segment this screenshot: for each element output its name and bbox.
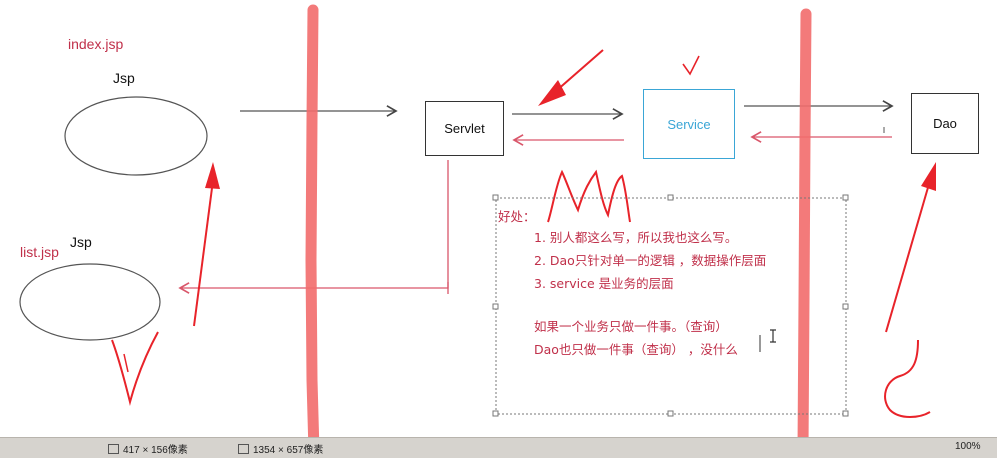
selection-handles	[492, 194, 849, 417]
red-scribble-c	[884, 339, 931, 418]
servlet-label: Servlet	[444, 121, 485, 136]
note-remark: Dao也只做一件事（查询） ，没什么	[534, 342, 738, 357]
list-jsp-label: list.jsp	[20, 244, 59, 260]
benefits-note[interactable]: 好处： 1. 别人都这么写，所以我也这么写。 2. Dao只针对单一的逻辑 ，数…	[494, 198, 846, 414]
dao-label: Dao	[933, 116, 957, 131]
image-size: 1354 × 657像素	[238, 441, 323, 456]
red-scribble-v	[111, 331, 159, 406]
red-arrow-to-dao	[885, 183, 930, 333]
red-checkmark	[682, 55, 700, 76]
highlight-bar-left	[305, 4, 320, 457]
red-arrowhead-servlet	[538, 80, 566, 106]
note-remark: 如果一个业务只做一件事。（查询）	[534, 319, 728, 334]
note-item: 2. Dao只针对单一的逻辑 ，数据操作层面	[534, 253, 767, 268]
text-cursor-icon	[770, 329, 776, 343]
image-size-icon	[238, 444, 249, 454]
red-scribble-m	[547, 169, 631, 223]
selection-size: 417 × 156像素	[108, 441, 188, 456]
jsp-index-ellipse	[64, 96, 208, 176]
servlet-box: Servlet	[425, 101, 504, 156]
status-bar: 417 × 156像素 1354 × 657像素 100%	[0, 437, 997, 458]
selection-icon	[108, 444, 119, 454]
note-heading: 好处：	[498, 209, 536, 224]
red-arrow-to-jsp	[193, 187, 213, 327]
red-scribble-v-tick	[123, 353, 129, 373]
index-jsp-label: index.jsp	[68, 36, 124, 52]
note-item: 1. 别人都这么写，所以我也这么写。	[534, 230, 738, 245]
zoom-level[interactable]: 100%	[955, 441, 981, 452]
bottom-jsp-label: Jsp	[70, 234, 92, 250]
jsp-list-ellipse	[19, 263, 161, 341]
red-arrowhead-dao	[921, 162, 936, 191]
service-label: Service	[667, 116, 711, 132]
red-arrowhead-jsp	[205, 162, 220, 189]
highlight-bar-right	[797, 8, 812, 456]
top-jsp-label: Jsp	[113, 70, 135, 86]
dao-box: Dao	[911, 93, 979, 154]
service-box: Service	[643, 89, 735, 159]
note-item: 3. service 是业务的层面	[534, 276, 674, 291]
